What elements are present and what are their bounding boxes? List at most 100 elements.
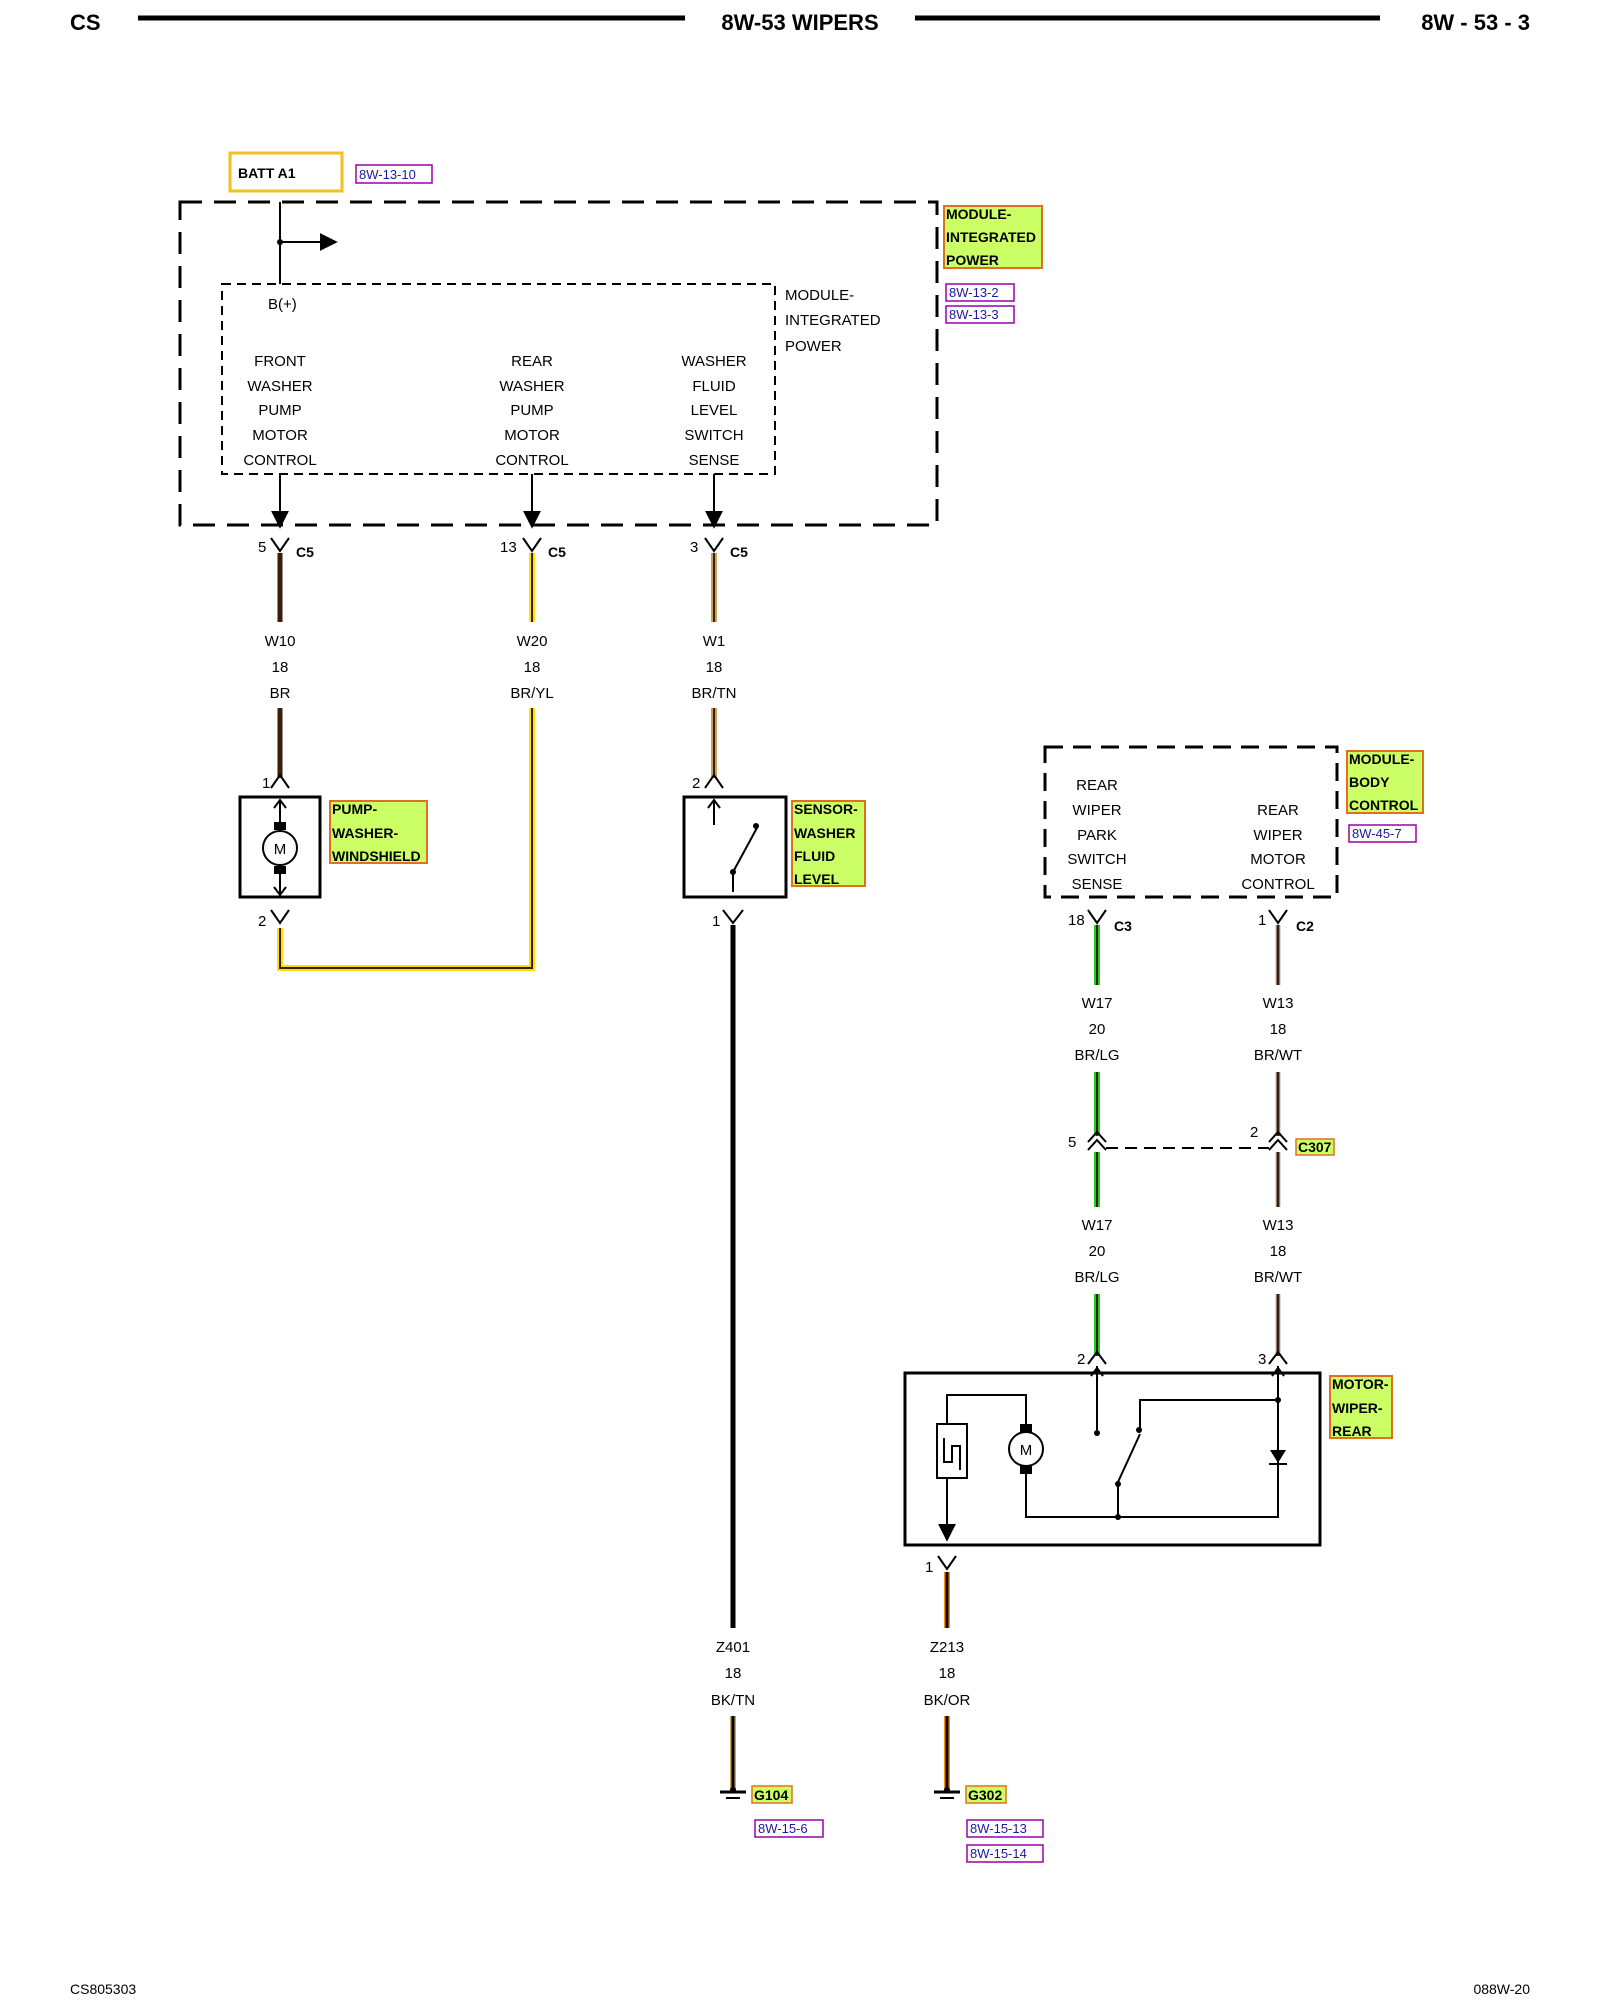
z213-color: BK/OR bbox=[924, 1692, 971, 1709]
page-number: 8W - 53 - 3 bbox=[1421, 10, 1530, 35]
w10-color: BR bbox=[270, 685, 291, 702]
w20-wire-loop-base bbox=[279, 708, 533, 969]
pump-pin-top: 1 bbox=[262, 775, 270, 792]
park-switch-arrow bbox=[1090, 1366, 1104, 1377]
battery-box bbox=[228, 151, 344, 193]
ipm-inner-name-1: MODULE- bbox=[785, 287, 854, 304]
motor-pin-bottom: 1 bbox=[925, 1559, 933, 1576]
motor-right-connector bbox=[1268, 1350, 1288, 1365]
ipm-ref-2-box[interactable] bbox=[945, 305, 1015, 324]
bcm-left-func-2: WIPER bbox=[1072, 802, 1121, 819]
pump-inner-arrow-top bbox=[273, 798, 287, 809]
page-title: 8W-53 WIPERS bbox=[721, 10, 878, 35]
sensor-name-3: FLUID bbox=[794, 848, 835, 864]
ipm-name-2: INTEGRATED bbox=[946, 229, 1036, 245]
ipm-outer-box bbox=[178, 200, 939, 527]
bcm-ref-box[interactable] bbox=[1348, 824, 1417, 843]
pump-motor-icon bbox=[262, 830, 298, 866]
bcm-c3-connector bbox=[1087, 909, 1107, 925]
z213-name: Z213 bbox=[930, 1639, 964, 1656]
w10-name: W10 bbox=[265, 633, 296, 650]
ipm-c2-func-3: PUMP bbox=[510, 402, 553, 419]
c307-pin-right: 2 bbox=[1250, 1124, 1258, 1141]
sensor-name-highlight bbox=[791, 800, 866, 887]
c5-pin13-connector bbox=[522, 537, 542, 553]
bcm-name-2: BODY bbox=[1349, 774, 1390, 790]
g302-ref-1-box[interactable] bbox=[966, 1819, 1044, 1838]
w17-gauge-upper: 20 bbox=[1089, 1021, 1106, 1038]
c5-conn-label-2: C5 bbox=[548, 544, 566, 560]
rear-motor-brush-top bbox=[1020, 1424, 1032, 1432]
c5-pin5-connector bbox=[270, 537, 290, 553]
g302-ref-2-link[interactable]: 8W-15-14 bbox=[970, 1846, 1027, 1861]
bcm-c2-label: C2 bbox=[1296, 918, 1314, 934]
g104-label: G104 bbox=[754, 1787, 788, 1803]
ipm-name-3: POWER bbox=[946, 252, 999, 268]
c307-highlight bbox=[1295, 1138, 1335, 1156]
bcm-name-3: CONTROL bbox=[1349, 797, 1419, 813]
w1-gauge: 18 bbox=[706, 659, 723, 676]
c307-right-connector-bottom bbox=[1268, 1138, 1288, 1151]
w13-name-upper: W13 bbox=[1263, 995, 1294, 1012]
sensor-washer-box bbox=[682, 795, 788, 899]
ipm-name-highlight bbox=[943, 205, 1043, 269]
ipm-ref-2-link[interactable]: 8W-13-3 bbox=[949, 307, 999, 322]
g104-ref-link[interactable]: 8W-15-6 bbox=[758, 1821, 808, 1836]
motor-name-highlight bbox=[1329, 1375, 1393, 1439]
g302-ref-1-link[interactable]: 8W-15-13 bbox=[970, 1821, 1027, 1836]
sensor-bottom-connector bbox=[722, 909, 744, 925]
z401-color: BK/TN bbox=[711, 1692, 755, 1709]
rear-motor-brush-bottom bbox=[1020, 1466, 1032, 1474]
w20-color: BR/YL bbox=[510, 685, 553, 702]
motor-name-3: REAR bbox=[1332, 1423, 1372, 1439]
c307-label: C307 bbox=[1298, 1139, 1332, 1155]
z401-gauge: 18 bbox=[725, 1665, 742, 1682]
ipm-c2-func-4: MOTOR bbox=[504, 427, 560, 444]
bcm-c2-pin: 1 bbox=[1258, 912, 1266, 929]
c5-pin3-connector bbox=[704, 537, 724, 553]
ipm-c2-func-5: CONTROL bbox=[495, 452, 568, 469]
motor-name-2: WIPER- bbox=[1332, 1400, 1383, 1416]
bcm-right-func-4: CONTROL bbox=[1241, 876, 1314, 893]
g104-highlight bbox=[751, 1785, 793, 1804]
w17-name-upper: W17 bbox=[1082, 995, 1113, 1012]
pump-bottom-connector bbox=[270, 909, 290, 925]
park-switch-contact-right bbox=[1136, 1427, 1142, 1433]
ipm-c3-func-5: SENSE bbox=[689, 452, 740, 469]
bcm-name-highlight bbox=[1346, 750, 1424, 814]
w13-color-upper: BR/WT bbox=[1254, 1047, 1302, 1064]
w20-name: W20 bbox=[517, 633, 548, 650]
ipm-ref-1-box[interactable] bbox=[945, 283, 1015, 302]
motor-control-junction bbox=[1275, 1397, 1281, 1403]
bcm-c3-pin: 18 bbox=[1068, 912, 1085, 929]
ipm-c2-func-1: REAR bbox=[511, 353, 553, 370]
ipm-c3-func-3: LEVEL bbox=[691, 402, 738, 419]
battery-ref-box[interactable] bbox=[355, 164, 433, 184]
park-switch-contact-top bbox=[1094, 1430, 1100, 1436]
ipm-ref-1-link[interactable]: 8W-13-2 bbox=[949, 285, 999, 300]
bcm-ref-link[interactable]: 8W-45-7 bbox=[1352, 826, 1402, 841]
g104-ref-box[interactable] bbox=[754, 1819, 824, 1838]
w13-name-lower: W13 bbox=[1263, 1217, 1294, 1234]
sensor-top-connector bbox=[704, 773, 724, 789]
g302-ref-2-box[interactable] bbox=[966, 1844, 1044, 1863]
diode-icon bbox=[1270, 1450, 1286, 1463]
bcm-left-func-5: SENSE bbox=[1072, 876, 1123, 893]
ipm-c3-func-4: SWITCH bbox=[684, 427, 743, 444]
sensor-switch-contact bbox=[753, 823, 759, 829]
g302-highlight bbox=[965, 1785, 1007, 1804]
bcm-c3-label: C3 bbox=[1114, 918, 1132, 934]
footer-right: 088W-20 bbox=[1473, 1981, 1530, 1997]
sensor-name-4: LEVEL bbox=[794, 871, 840, 887]
circuit-breaker-element bbox=[943, 1438, 961, 1470]
battery-ref-link[interactable]: 8W-13-10 bbox=[359, 167, 416, 182]
c5-pin5-label: 5 bbox=[258, 539, 266, 556]
w1-color: BR/TN bbox=[692, 685, 737, 702]
motor-bottom-connector bbox=[937, 1555, 957, 1571]
header-left: CS bbox=[70, 10, 101, 35]
motor-pin-right: 3 bbox=[1258, 1351, 1266, 1368]
bcm-right-func-1: REAR bbox=[1257, 802, 1299, 819]
sensor-inner-arrow bbox=[707, 798, 721, 809]
motor-name-1: MOTOR- bbox=[1332, 1376, 1389, 1392]
